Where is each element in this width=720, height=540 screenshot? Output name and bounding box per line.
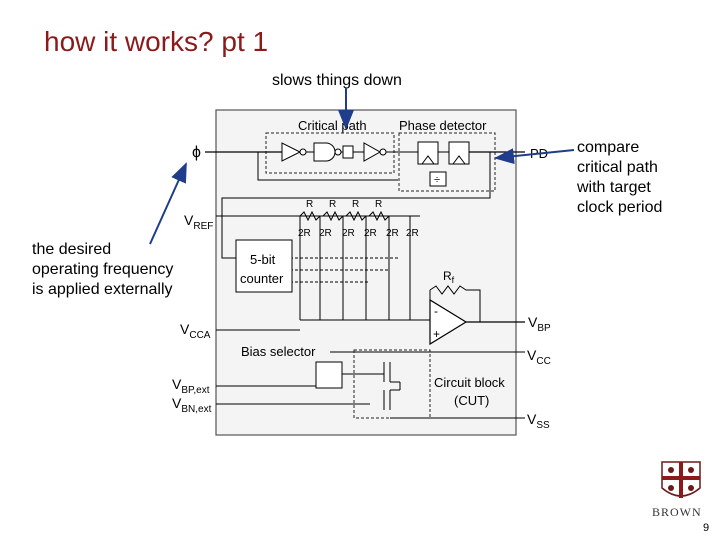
buffer-gate bbox=[281, 142, 302, 162]
pd-feedback-wire bbox=[221, 152, 491, 259]
vcca-label: VCCA bbox=[180, 321, 211, 341]
slide-title: how it works? pt 1 bbox=[44, 26, 269, 57]
divider-block bbox=[429, 171, 447, 187]
phase-detector-label: Phase detector bbox=[399, 118, 487, 133]
divider-symbol: ÷ bbox=[434, 174, 440, 186]
opamp-minus: - bbox=[434, 304, 438, 318]
brown-logo-text: BROWN bbox=[652, 505, 702, 519]
2r-label: 2R bbox=[406, 228, 419, 239]
annotation-slows-down: slows things down bbox=[272, 72, 402, 89]
phi-label: ϕ bbox=[192, 144, 201, 161]
arrow-desired-frequency bbox=[149, 162, 187, 245]
inverter-bubble bbox=[299, 148, 307, 156]
counter-label: counter bbox=[240, 271, 284, 286]
2r-label: 2R bbox=[298, 228, 311, 239]
2r-label: 2R bbox=[342, 228, 355, 239]
transmission-gate bbox=[342, 145, 354, 159]
arrow-compare bbox=[494, 148, 575, 165]
annotation-compare: compare critical path with target clock … bbox=[577, 138, 697, 218]
annotation-line: operating frequency bbox=[32, 261, 174, 278]
switch-array bbox=[290, 257, 400, 283]
bias-selector-box bbox=[315, 361, 343, 389]
circuit-block-label: (CUT) bbox=[454, 393, 489, 408]
flip-flop-2 bbox=[448, 141, 470, 165]
r-label: R bbox=[329, 199, 336, 210]
r-label: R bbox=[306, 199, 313, 210]
vbp-ext-label: VBP,ext bbox=[172, 376, 210, 396]
r-label: R bbox=[352, 199, 359, 210]
vss-label: VSS bbox=[527, 411, 550, 431]
page-number: 9 bbox=[703, 522, 710, 534]
counter-label: 5-bit bbox=[250, 252, 276, 267]
rf-resistor bbox=[429, 285, 481, 322]
critical-path-label: Critical path bbox=[298, 118, 367, 133]
annotation-line: the desired bbox=[32, 241, 112, 258]
r-label: R bbox=[375, 199, 382, 210]
bias-selector-label: Bias selector bbox=[241, 344, 316, 359]
vcc-label: VCC bbox=[527, 347, 551, 367]
2r-label: 2R bbox=[364, 228, 377, 239]
clock-triangle bbox=[421, 155, 435, 165]
2r-label: 2R bbox=[319, 228, 332, 239]
annotation-line: compare bbox=[577, 139, 640, 156]
vbp-label: VBP bbox=[528, 314, 551, 334]
counter-box bbox=[235, 239, 293, 293]
opamp-plus: + bbox=[433, 327, 440, 341]
buffer-gate-2 bbox=[363, 142, 382, 162]
circuit-block-label: Circuit block bbox=[434, 375, 505, 390]
critical-path-box bbox=[265, 132, 395, 174]
inverter-bubble-2 bbox=[379, 148, 387, 156]
annotation-line: is applied externally bbox=[32, 281, 173, 298]
brown-shield-logo bbox=[661, 461, 701, 498]
rf-label: Rf bbox=[443, 269, 455, 285]
vbn-ext-label: VBN,ext bbox=[172, 395, 212, 415]
2r-label: 2R bbox=[386, 228, 399, 239]
annotation-line: clock period bbox=[577, 199, 663, 216]
nand-gate bbox=[313, 142, 336, 162]
op-amp bbox=[429, 298, 468, 346]
vref-label: VREF bbox=[184, 212, 213, 232]
annotation-line: critical path bbox=[577, 159, 658, 176]
nand-bubble bbox=[334, 148, 342, 156]
annotation-line: with target bbox=[577, 179, 651, 196]
flip-flop-1 bbox=[417, 141, 439, 165]
transistors bbox=[342, 362, 401, 410]
feedback-wire bbox=[257, 152, 398, 181]
annotation-desired-frequency: the desired operating frequency is appli… bbox=[32, 240, 202, 300]
resistor-ladder bbox=[299, 210, 430, 321]
clock-triangle bbox=[452, 155, 466, 165]
